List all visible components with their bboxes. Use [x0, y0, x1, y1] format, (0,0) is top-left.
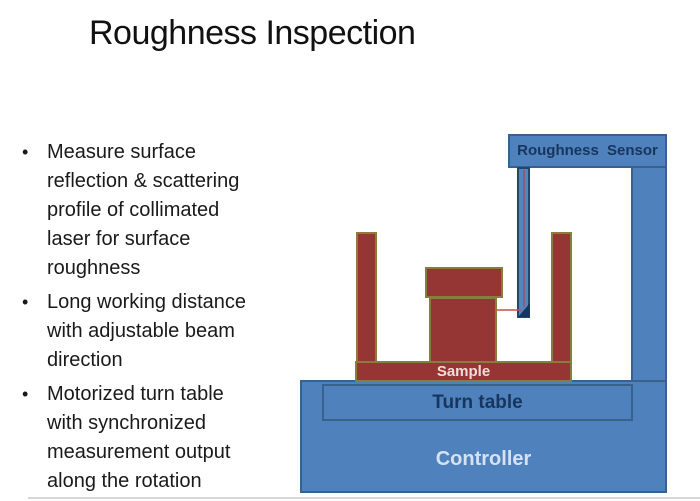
sample-stage-bar: Sample: [355, 361, 572, 382]
slide-edge-shadow: [28, 497, 700, 499]
bullet-icon: •: [22, 292, 29, 312]
fixture-pillar-right: [551, 232, 572, 363]
turntable-box: Turn table: [322, 384, 633, 421]
bullet-icon: •: [22, 142, 29, 162]
sample-upper-block: [425, 267, 503, 298]
list-item: • Measure surface reflection & scatterin…: [20, 138, 280, 283]
sensor-support-column: [631, 160, 667, 382]
bullet-text: Measure surface reflection & scattering …: [47, 141, 240, 279]
list-item: • Motorized turn table with synchronized…: [20, 380, 280, 496]
sensor-probe: [517, 167, 530, 318]
roughness-sensor-box: Roughness Sensor: [508, 134, 667, 168]
list-item: • Long working distance with adjustable …: [20, 288, 280, 375]
page-title: Roughness Inspection: [89, 14, 416, 52]
bullet-list: • Measure surface reflection & scatterin…: [20, 138, 280, 501]
bullet-text: Motorized turn table with synchronized m…: [47, 383, 231, 492]
sample-lower-block: [429, 297, 497, 363]
bullet-icon: •: [22, 384, 29, 404]
controller-label: Controller: [435, 448, 532, 470]
fixture-pillar-left: [356, 232, 377, 363]
bullet-text: Long working distance with adjustable be…: [47, 291, 247, 371]
